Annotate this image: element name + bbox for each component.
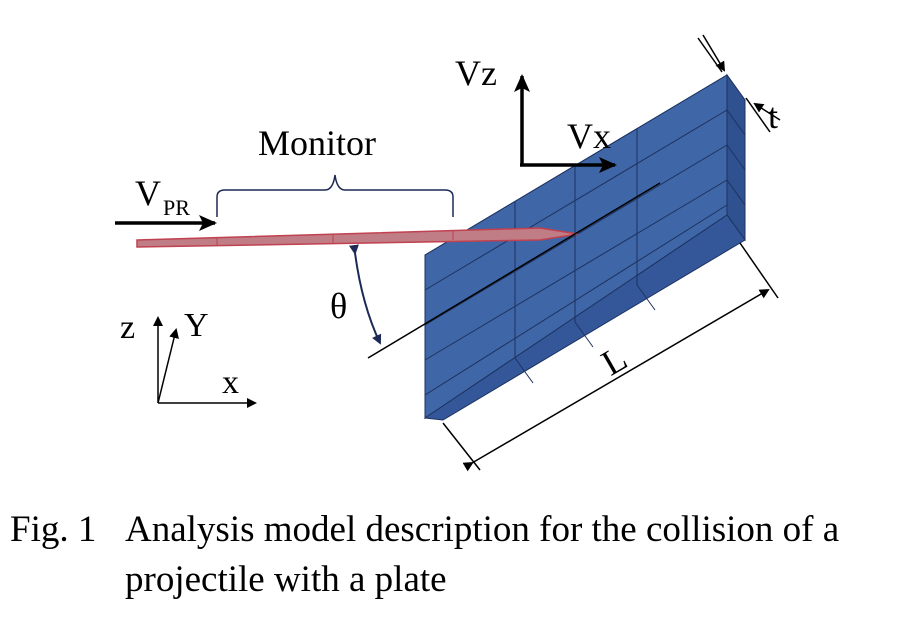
axis-y-label: Y bbox=[184, 307, 209, 344]
thickness-label: t bbox=[768, 96, 778, 136]
projectile-body bbox=[136, 227, 579, 248]
thickness-arrow-side bbox=[753, 102, 781, 121]
angle-label: θ bbox=[330, 286, 347, 326]
length-extension-bottom bbox=[442, 422, 481, 471]
length-extension-top bbox=[739, 242, 779, 299]
length-label: L bbox=[595, 338, 634, 384]
caption-line-1: Analysis model description for the colli… bbox=[125, 509, 840, 550]
thickness-extension-side bbox=[745, 97, 771, 133]
axis-z-label: z bbox=[120, 309, 135, 346]
plate-vx-label: Vx bbox=[567, 116, 611, 156]
plate-vz-label: Vz bbox=[455, 53, 497, 93]
thickness-extension-top bbox=[697, 37, 723, 73]
length-dimension-line bbox=[462, 288, 770, 472]
projectile bbox=[136, 227, 579, 248]
impact-line bbox=[367, 182, 661, 359]
diagram: V PR Monitor Vz Vx t L θ z Y x bbox=[115, 34, 781, 472]
diagram-canvas: V PR Monitor Vz Vx t L θ z Y x bbox=[115, 34, 781, 472]
axis-x-label: x bbox=[222, 364, 239, 401]
figure-caption: Fig. 1 Analysis model description for th… bbox=[10, 505, 890, 605]
angle-arc bbox=[348, 244, 382, 345]
thickness-arrow-top bbox=[702, 34, 726, 72]
projectile-velocity-subscript: PR bbox=[163, 195, 190, 220]
caption-line-2: projectile with a plate bbox=[125, 559, 447, 600]
caption-number: Fig. 1 bbox=[10, 509, 97, 550]
coordinate-axes: z Y x bbox=[120, 307, 257, 408]
monitor-label: Monitor bbox=[258, 123, 376, 163]
axis-y bbox=[157, 328, 179, 404]
projectile-velocity-label: V bbox=[135, 173, 161, 213]
monitor-brace bbox=[216, 174, 454, 217]
